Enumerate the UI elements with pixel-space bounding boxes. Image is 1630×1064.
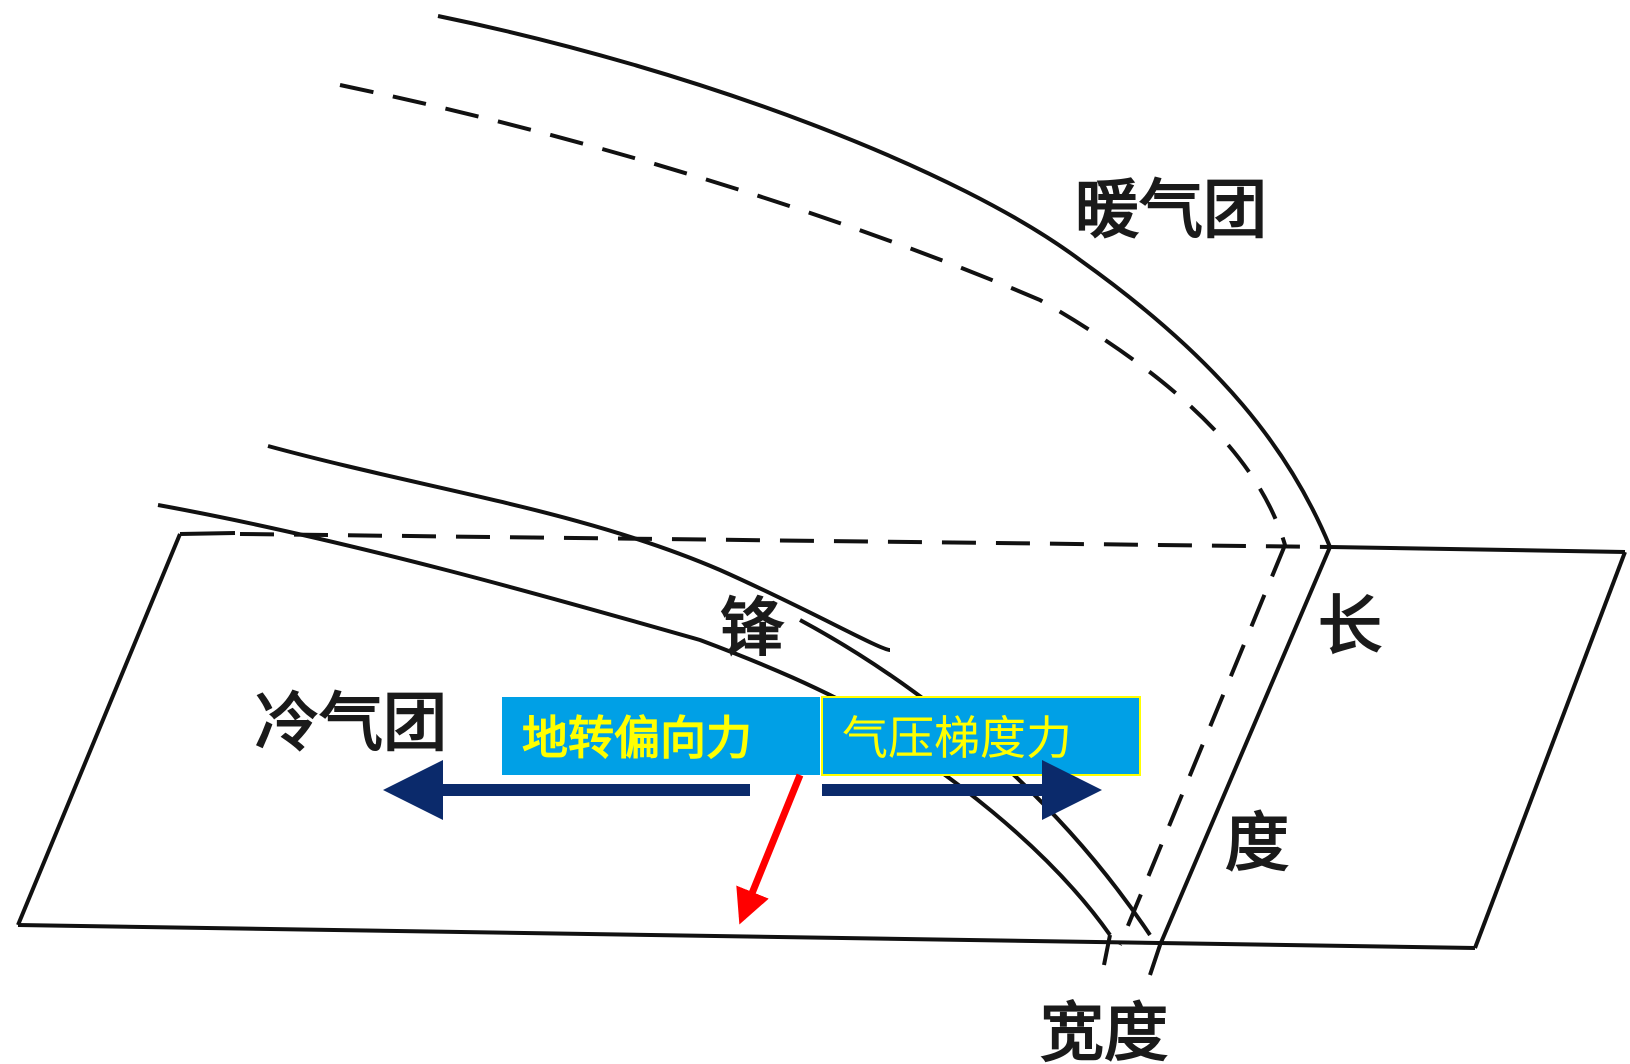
- front-label: 锋: [720, 591, 785, 666]
- front-surface-line-2: [157, 503, 841, 702]
- ground-back-edge-left-stub: [179, 531, 236, 536]
- ground-front-edge: [17, 923, 1476, 950]
- front-surface-line-1: [267, 444, 891, 652]
- front-lower-curve-a: [799, 618, 1152, 937]
- coriolis-force-label: 地转偏向力: [522, 711, 752, 765]
- pressure-gradient-force-label: 气压梯度力: [842, 711, 1072, 765]
- front-upper-solid-curve: [437, 14, 1332, 548]
- cold-air-mass-label: 冷气团: [255, 686, 447, 761]
- pressure-gradient-force-box: 气压梯度力: [821, 696, 1141, 776]
- ground-back-edge-dashed: [239, 532, 1331, 549]
- ground-plane: [16, 531, 1627, 950]
- length-label-bottom: 度: [1225, 806, 1289, 881]
- ground-back-edge-solid: [1329, 545, 1626, 554]
- ground-right-edge: [1473, 551, 1627, 949]
- width-label: 宽度: [1040, 996, 1168, 1064]
- resultant-wind-arrow: [736, 773, 804, 925]
- front-upper-dashed-curve: [339, 83, 1287, 546]
- coriolis-force-box: 地转偏向力: [502, 697, 820, 775]
- coriolis-box-bg: [502, 697, 820, 775]
- width-tick-right: [1148, 944, 1162, 976]
- front-right-dashed-line: [1118, 544, 1287, 946]
- ground-left-edge: [16, 533, 182, 926]
- width-tick-left: [1102, 934, 1112, 966]
- warm-air-mass-label: 暖气团: [1075, 173, 1267, 248]
- length-label-top: 长: [1318, 589, 1382, 664]
- front-right-solid-line: [1158, 546, 1332, 946]
